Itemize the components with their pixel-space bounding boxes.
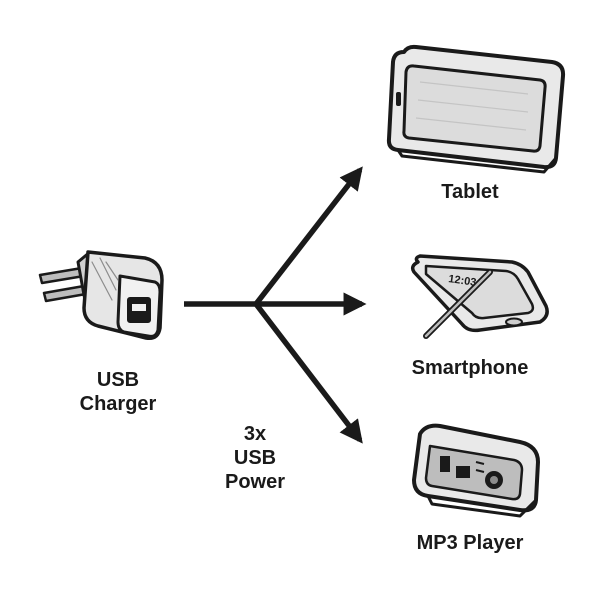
arrow-to-tablet (253, 166, 363, 306)
power-split-arrows (184, 166, 367, 444)
usb-power-label-line-3: Power (224, 471, 286, 493)
arrow-to-mp3-player (253, 302, 363, 444)
usb-charger-icon (38, 250, 164, 341)
smartphone-label: Smartphone (411, 357, 529, 379)
tablet-label: Tablet (441, 181, 499, 203)
usb-power-label-line-2: USB (233, 447, 277, 469)
smartphone-icon: 12:03 (410, 254, 549, 339)
usb-charger-label-line-2: Charger (79, 393, 157, 415)
phone-screen-time: 12:03 (448, 273, 478, 289)
mp3-player-label: MP3 Player (416, 532, 524, 554)
usb-power-label-line-1: 3x (243, 423, 267, 445)
usb-charger-label-line-1: USB (96, 369, 140, 391)
usb-power-label: 3x USB Power (200, 422, 310, 494)
usb-charger-label: USB Charger (58, 368, 178, 416)
mp3-player-icon (412, 423, 540, 518)
tablet-icon (386, 44, 566, 174)
